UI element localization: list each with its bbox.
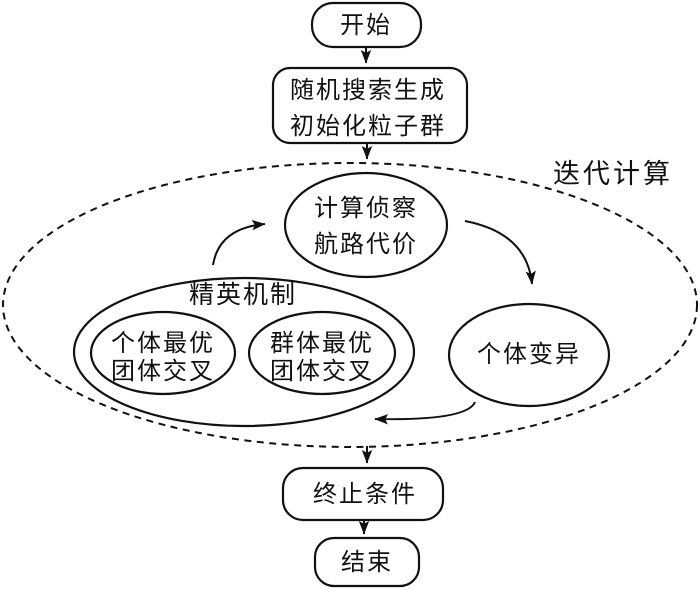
node-init: 随机搜索生成 初始化粒子群 [271, 66, 469, 145]
individual-best-label-line2: 团体交叉 [111, 357, 215, 385]
init-node-label-line2: 初始化粒子群 [290, 112, 446, 140]
iteration-label: 迭代计算 [553, 159, 673, 190]
node-group-best: 群体最优 团体交叉 [247, 310, 397, 396]
start-node-label: 开始 [340, 11, 392, 39]
arrow-cost-to-mutation [464, 220, 536, 285]
elite-group-label: 精英机制 [189, 280, 297, 309]
node-end: 结束 [313, 536, 421, 588]
termination-node-label: 终止条件 [313, 480, 417, 508]
iteration-boundary-group: 迭代计算 [2, 159, 698, 448]
cost-node-shape [283, 171, 449, 279]
group-best-label-line1: 群体最优 [270, 329, 374, 357]
node-cost: 计算侦察 航路代价 [283, 171, 449, 279]
group-best-shape [247, 310, 397, 396]
group-best-label-line2: 团体交叉 [270, 357, 374, 385]
node-start: 开始 [310, 1, 423, 49]
arrow-mutation-to-elite [374, 401, 476, 425]
individual-best-shape [89, 310, 237, 396]
cost-node-label-line1: 计算侦察 [314, 194, 418, 222]
end-node-label: 结束 [341, 548, 393, 576]
init-node-label-line1: 随机搜索生成 [290, 76, 446, 104]
node-mutation: 个体变异 [447, 302, 611, 408]
arrow-elite-to-cost [212, 219, 266, 266]
individual-best-label-line1: 个体最优 [111, 329, 215, 357]
end-node-shape [313, 536, 421, 588]
init-node-shape [271, 66, 469, 145]
elite-mechanism-group: 精英机制 个体最优 团体交叉 群体最优 团体交叉 [72, 276, 416, 428]
node-individual-best: 个体最优 团体交叉 [89, 310, 237, 396]
iteration-dashed-ellipse [2, 162, 698, 448]
mutation-node-label: 个体变异 [477, 340, 581, 368]
node-termination: 终止条件 [281, 466, 445, 522]
cost-node-label-line2: 航路代价 [314, 230, 418, 258]
mutation-node-shape [447, 302, 611, 408]
